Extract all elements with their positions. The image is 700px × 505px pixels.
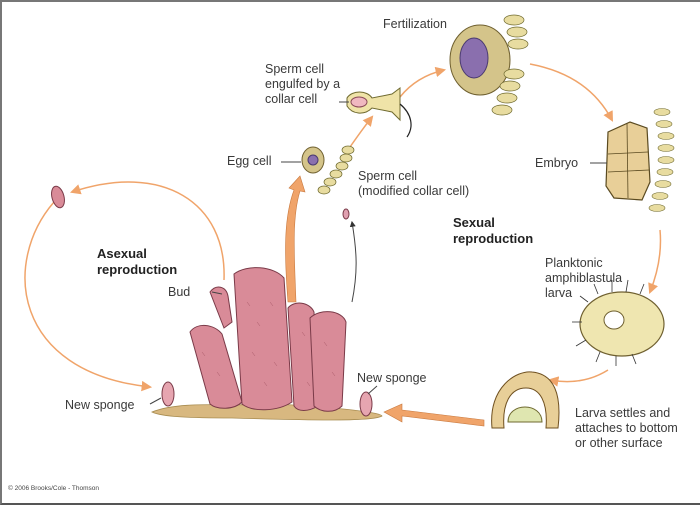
arrow-sperm-to-collar	[349, 115, 374, 148]
label-line: Planktonic	[545, 256, 603, 270]
leader-line	[211, 291, 223, 295]
flagellum	[399, 103, 412, 138]
embryo-collar-cells	[648, 108, 675, 212]
label-new-sponge-left: New sponge	[65, 398, 135, 412]
label-sperm-cell: Sperm cell (modified collar cell)	[358, 169, 469, 199]
leader-line	[367, 385, 378, 395]
arrow-to-embryo	[529, 63, 613, 122]
label-line: collar cell	[265, 92, 318, 106]
copyright: © 2006 Brooks/Cole - Thomson	[8, 485, 100, 492]
collar-cell-with-sperm	[346, 87, 401, 122]
label-line: larva	[545, 286, 573, 300]
label-line: or other surface	[575, 436, 663, 450]
egg-nucleus	[307, 154, 319, 166]
leader-line	[149, 397, 162, 405]
label-line: Asexual	[97, 246, 147, 261]
label-line: Sexual	[453, 215, 495, 230]
settled-larva-inner	[507, 406, 543, 423]
label-asexual-reproduction: Asexual reproduction	[97, 246, 177, 278]
asexual-arrow-down	[24, 201, 153, 392]
asexual-arrow-up	[70, 181, 225, 281]
label-embryo: Embryo	[535, 156, 579, 170]
sperm-release-arrow	[349, 220, 357, 303]
new-sponge-left	[161, 381, 175, 407]
arrow-to-larva	[648, 229, 662, 294]
label-sexual-reproduction: Sexual reproduction	[453, 215, 533, 247]
label-line: reproduction	[97, 262, 178, 277]
collar-cell-cluster	[317, 145, 355, 195]
embryo-cell-walls	[607, 122, 650, 199]
label-line: amphiblastula	[545, 271, 623, 285]
label-line: Sperm cell	[265, 62, 325, 76]
settled-larva	[491, 371, 560, 429]
thick-arrow-to-egg	[285, 175, 306, 303]
sponge-texture	[201, 301, 336, 387]
label-line: engulfed by a	[265, 77, 341, 91]
label-egg-cell: Egg cell	[227, 154, 272, 168]
label-line: Sperm cell	[358, 169, 418, 183]
label-planktonic-larva: Planktonic amphiblastula larva	[545, 256, 622, 301]
label-new-sponge-right: New sponge	[357, 371, 427, 385]
label-line: attaches to bottom	[575, 421, 678, 435]
larva-cilia	[572, 279, 645, 366]
free-sperm-cell	[342, 208, 350, 220]
fertilization-collar-cells	[491, 14, 529, 116]
label-line: reproduction	[453, 231, 534, 246]
detached-bud	[51, 185, 65, 209]
label-fertilization: Fertilization	[383, 17, 447, 31]
label-larva-settles: Larva settles and attaches to bottom or …	[575, 406, 678, 451]
new-sponge-right	[359, 391, 373, 417]
fertilized-nucleus	[459, 37, 489, 79]
thick-arrow-to-new-sponge	[383, 403, 485, 427]
adult-sponge	[189, 267, 347, 412]
label-sperm-engulfed: Sperm cell engulfed by a collar cell	[265, 62, 340, 107]
engulfed-sperm	[350, 96, 368, 108]
label-line: Larva settles and	[575, 406, 671, 420]
arrow-to-settle	[547, 369, 609, 387]
embryo	[605, 121, 651, 201]
label-line: (modified collar cell)	[358, 184, 470, 198]
label-bud: Bud	[168, 285, 191, 299]
arrow-to-fertilization	[399, 66, 447, 98]
larva-cavity	[603, 310, 625, 330]
